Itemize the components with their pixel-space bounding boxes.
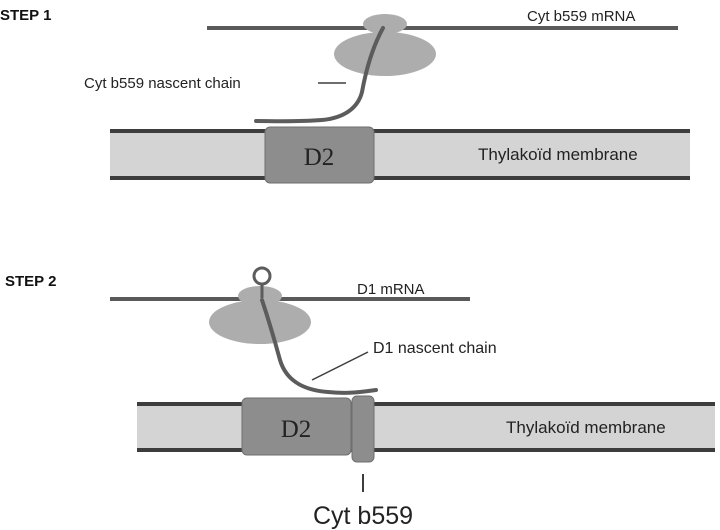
- step2-nascent-chain: [260, 298, 378, 395]
- step1-ribosome-small-subunit: [363, 14, 407, 34]
- step1-nascent-label: Cyt b559 nascent chain: [84, 75, 241, 92]
- step1-ribosome-large-subunit: [334, 32, 436, 76]
- step2-panel: STEP 2 D1 mRNA D1 nascent chain Thylakoï…: [5, 266, 715, 530]
- step1-panel: STEP 1 Cyt b559 mRNA Cyt b559 nascent ch…: [0, 7, 690, 184]
- step2-cyt-b559-label: Cyt b559: [313, 502, 413, 530]
- step2-membrane-label: Thylakoïd membrane: [506, 418, 666, 437]
- step1-membrane-label: Thylakoïd membrane: [478, 145, 638, 164]
- step1-mrna-label: Cyt b559 mRNA: [527, 8, 635, 25]
- step1-title: STEP 1: [0, 7, 51, 24]
- step2-mrna-label: D1 mRNA: [357, 281, 425, 298]
- step2-nascent-label: D1 nascent chain: [373, 340, 497, 357]
- step2-hairpin-loop: [252, 266, 272, 286]
- step1-nascent-chain: [254, 26, 385, 124]
- step2-membrane-body: [137, 404, 715, 450]
- step1-membrane-body: [110, 131, 690, 178]
- step2-d2-protein: [241, 397, 352, 456]
- step2-d2-label: D2: [281, 416, 312, 443]
- step2-ribosome-large-subunit: [209, 300, 311, 344]
- step2-title: STEP 2: [5, 273, 56, 290]
- step1-d2-protein: [264, 126, 375, 184]
- step2-nascent-pointer: [311, 351, 369, 381]
- step1-d2-label: D2: [304, 144, 335, 171]
- step2-cyt-b559-protein: [351, 395, 375, 463]
